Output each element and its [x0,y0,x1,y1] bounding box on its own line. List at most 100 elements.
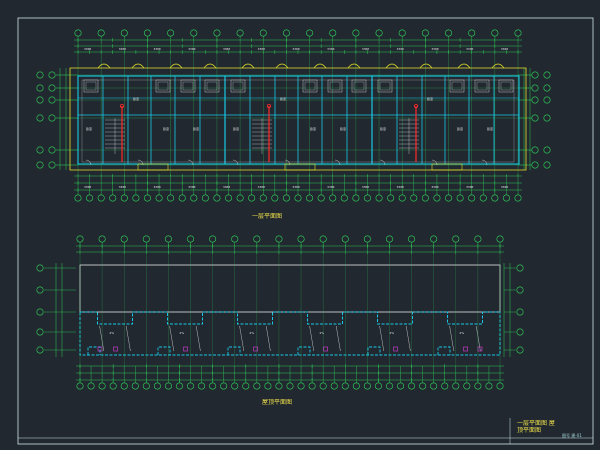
roof-plan: 2%2%2%2%2%2% [36,235,524,390]
axis-bubble [387,194,395,202]
drain-marker [253,346,258,352]
axis-bubble [502,194,510,202]
slope-line [239,325,244,352]
dimension-text: 3300 [153,47,160,51]
axis-bubble [48,146,56,154]
balcony-arc [419,63,433,69]
balcony-arc [385,63,399,69]
balcony-outline [431,163,463,171]
axis-bubble [543,71,551,79]
room-label: 卧室 [86,126,92,131]
roof-label: 2% [249,331,254,335]
axis-bubble [142,235,150,243]
axis-bubble [514,194,522,202]
riser-node [120,104,125,109]
dimension-text: 3300 [292,47,299,51]
axis-bubble [456,194,464,202]
room-label: 卧室 [163,126,169,131]
roof-label: 2% [109,331,114,335]
axis-bubble [167,29,175,37]
axis-bubble [271,194,279,202]
fixture-inner [329,81,341,91]
drain-marker [463,346,468,352]
axis-bubble [213,194,221,202]
axis-bubble [209,382,217,390]
axis-bubble [516,346,524,354]
axis-bubble [385,382,393,390]
lower-plan-title: 屋顶平面图 [262,399,293,406]
axis-bubble [445,29,453,37]
riser-node [413,104,418,109]
balcony-arc [169,63,183,69]
axis-bubble [468,29,476,37]
dimension-text: 3300 [431,47,438,51]
axis-bubble [363,194,371,202]
axis-bubble [236,29,244,37]
door-swing [431,159,438,166]
axis-bubble [452,382,460,390]
axis-bubble [398,194,406,202]
axis-bubble [253,382,261,390]
axis-bubble [531,96,539,104]
dimension-text: 3300 [466,47,473,51]
axis-bubble [253,235,261,243]
room-label: 卧室 [233,126,239,131]
door-swing [137,159,144,166]
axis-bubble [430,235,438,243]
axis-bubble [275,235,283,243]
axis-bubble [479,194,487,202]
dimension-text: 3300 [223,47,230,51]
axis-bubble [419,382,427,390]
axis-bubble [98,382,106,390]
axis-bubble [408,235,416,243]
axis-bubble [236,194,244,202]
axis-bubble [363,235,371,243]
roof-outline [79,264,501,313]
axis-bubble [398,29,406,37]
drain-marker [183,346,188,352]
axis-bubble [294,194,302,202]
axis-bubble [306,29,314,37]
balcony-arc [131,63,145,69]
dimension-text: 3300 [84,47,91,51]
axis-bubble [430,382,438,390]
axis-bubble [76,235,84,243]
axis-bubble [452,235,460,243]
axis-bubble [175,382,183,390]
slope-line [336,325,341,352]
dimension-text: 3300 [292,185,299,189]
axis-bubble [297,235,305,243]
axis-bubble [275,382,283,390]
axis-bubble [385,235,393,243]
balcony-arc [457,63,471,69]
axis-bubble [516,308,524,316]
axis-bubble [48,96,56,104]
axis-bubble [120,29,128,37]
axis-bubble [516,264,524,272]
axis-bubble [120,194,128,202]
fixture-inner [353,81,365,91]
axis-bubble [48,161,56,169]
room-label: 卧室 [133,96,139,101]
axis-bubble [143,194,151,202]
axis-bubble [308,382,316,390]
drain-marker [477,346,483,352]
axis-bubble [36,286,44,294]
roof-label: 2% [319,331,324,335]
axis-bubble [441,382,449,390]
axis-bubble [282,29,290,37]
balcony-arc [203,63,217,69]
fixture-inner [232,81,244,91]
fixture-inner [304,81,316,91]
axis-bubble [491,194,499,202]
axis-bubble [474,235,482,243]
axis-bubble [363,382,371,390]
axis-bubble [220,382,228,390]
fixture-inner [476,81,488,91]
fixture-inner [182,81,194,91]
axis-bubble [143,29,151,37]
axis-bubble [264,382,272,390]
room-label: 卧室 [310,126,316,131]
axis-bubble [297,382,305,390]
dimension-text: 3300 [258,47,265,51]
